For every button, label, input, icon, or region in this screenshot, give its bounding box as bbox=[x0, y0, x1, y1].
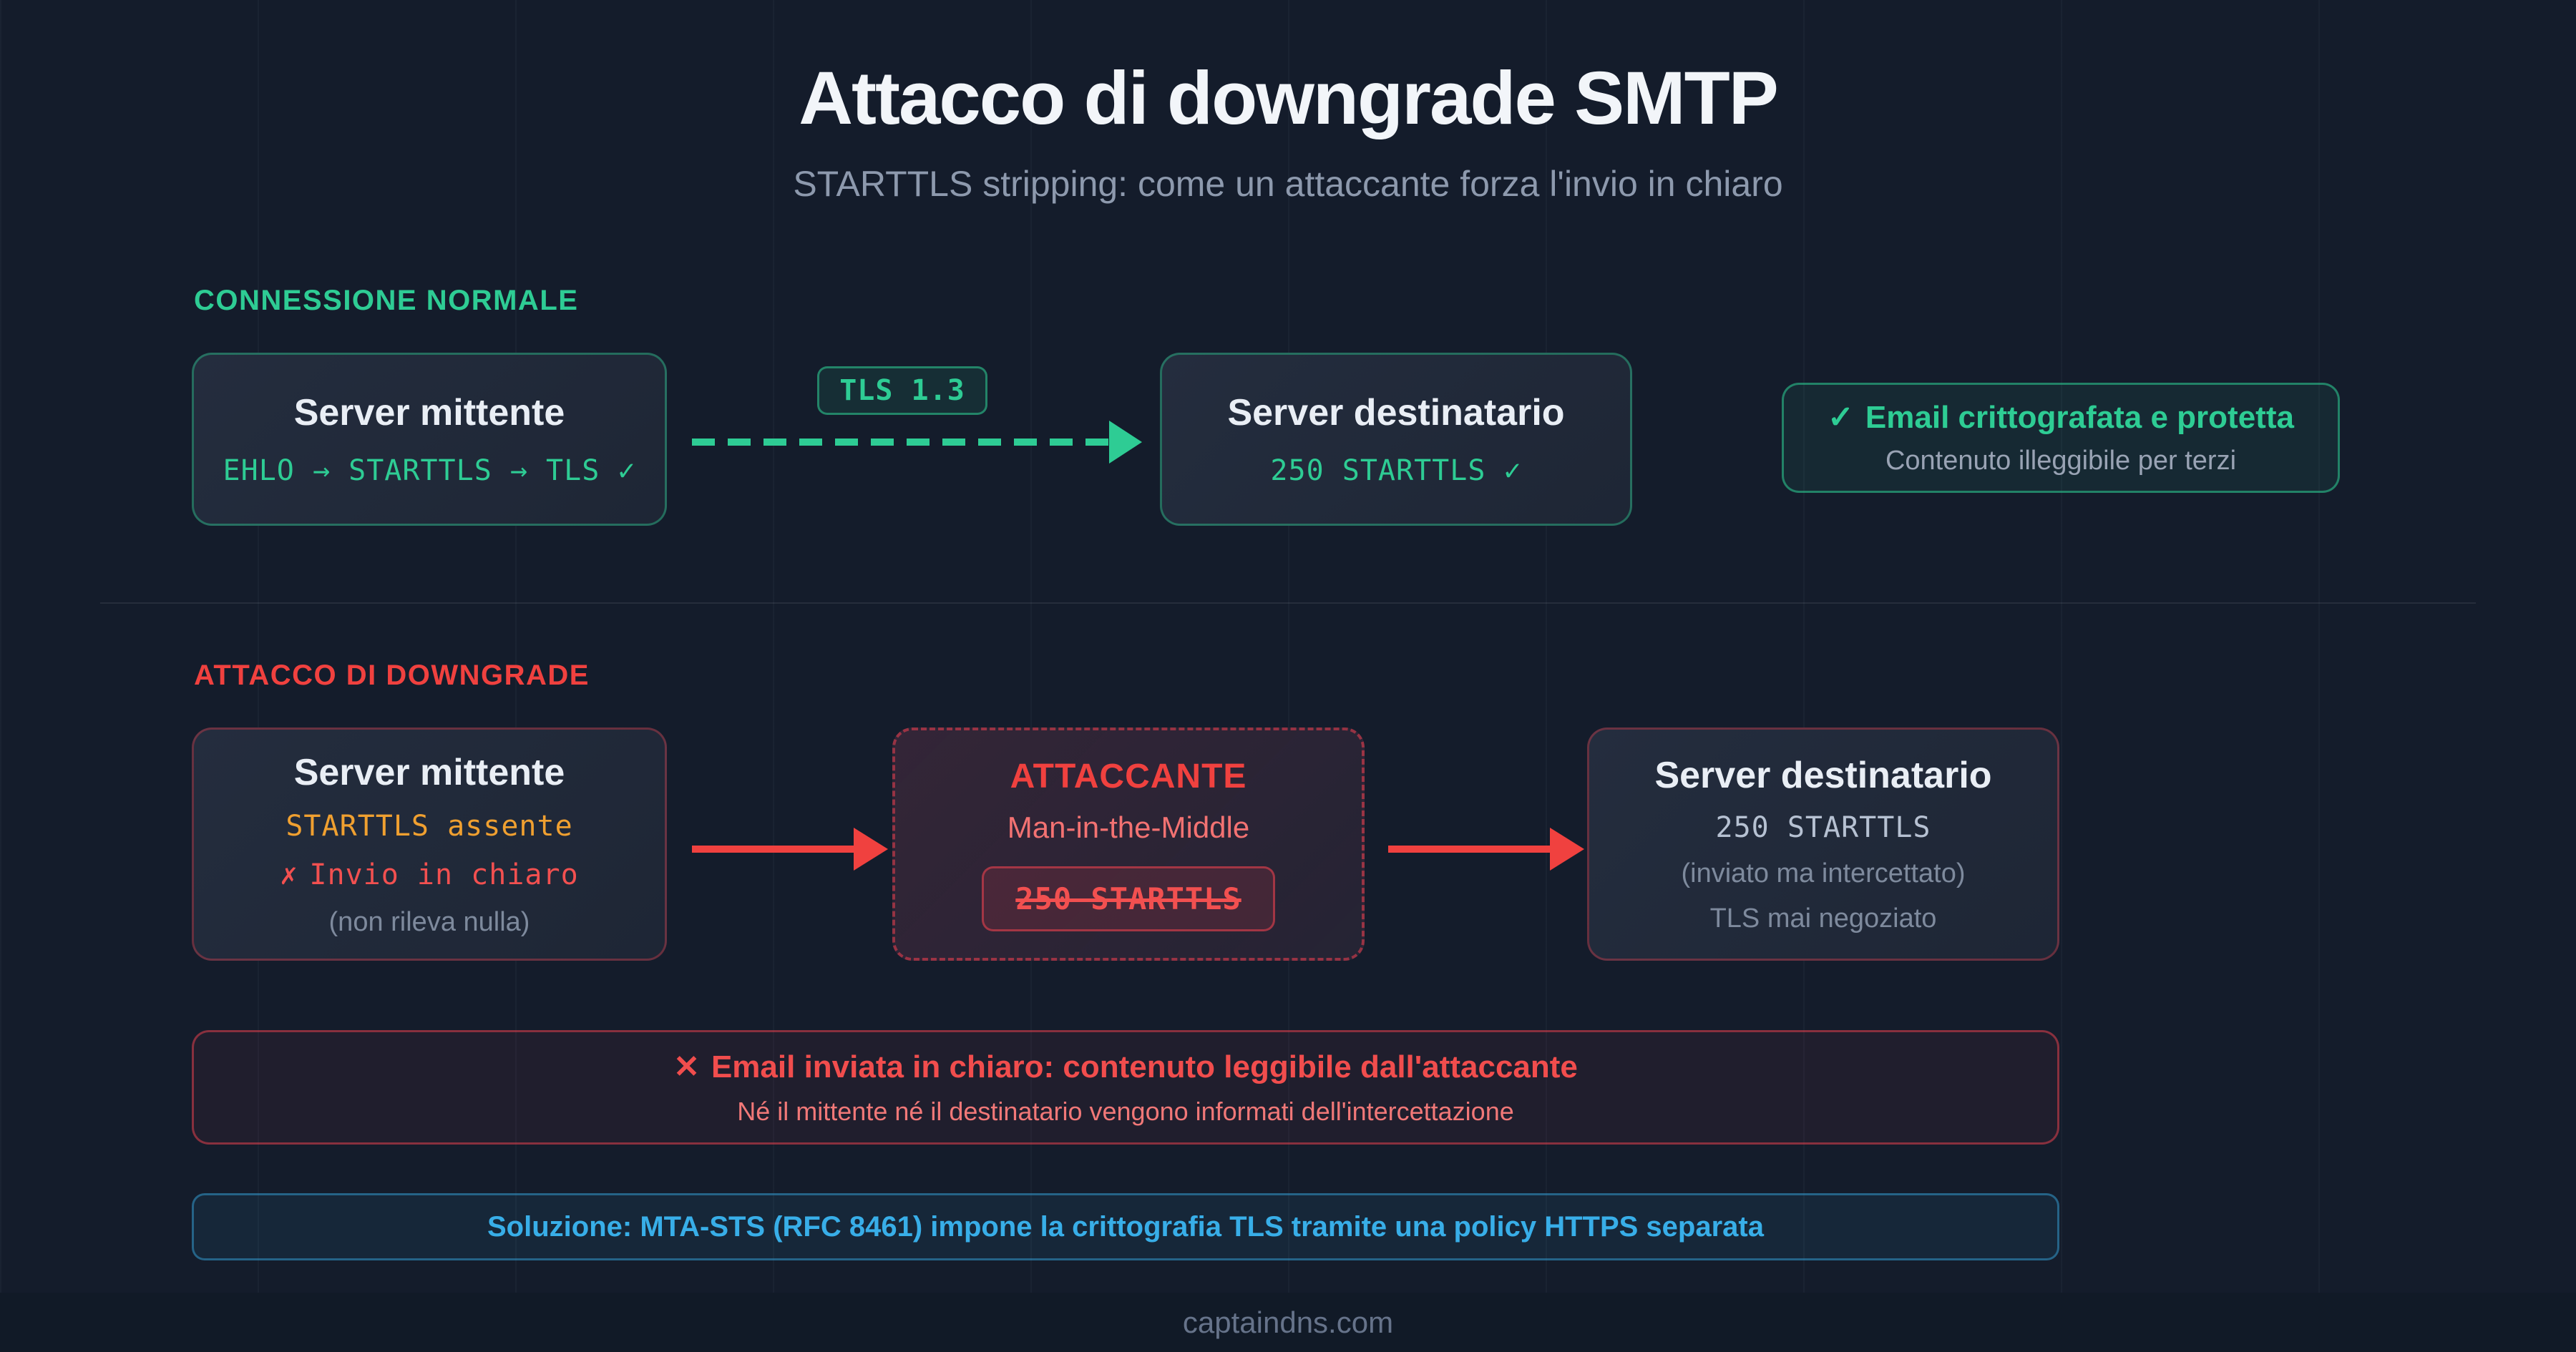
solution-banner: Soluzione: MTA-STS (RFC 8461) impone la … bbox=[192, 1193, 2059, 1260]
normal-result-subtitle: Contenuto illeggibile per terzi bbox=[1885, 446, 2237, 476]
attack-sender-title: Server mittente bbox=[293, 751, 565, 793]
attacker-card: ATTACCANTE Man-in-the-Middle 250 STARTTL… bbox=[892, 728, 1365, 961]
normal-result-title-text: Email crittografata e protetta bbox=[1865, 400, 2294, 435]
attack-sender-line3: (non rileva nulla) bbox=[328, 906, 530, 937]
attack-arrow-2-line bbox=[1388, 846, 1551, 853]
normal-sender-card: Server mittente EHLO → STARTTLS → TLS ✓ bbox=[192, 353, 667, 526]
cross-icon: ✕ bbox=[673, 1049, 700, 1084]
page-title: Attacco di downgrade SMTP bbox=[799, 57, 1779, 140]
warning-title: ✕ Email inviata in chiaro: contenuto legg… bbox=[673, 1049, 1578, 1085]
section-label-normal: CONNESSIONE NORMALE bbox=[194, 285, 579, 316]
attacker-subtitle: Man-in-the-Middle bbox=[1007, 810, 1250, 844]
attack-arrow-1-line bbox=[692, 846, 855, 853]
normal-result-title: ✓ Email crittografata e protetta bbox=[1828, 399, 2294, 436]
attack-arrow-2-head-icon bbox=[1550, 828, 1584, 871]
attack-sender-line1: STARTTLS assente bbox=[286, 809, 573, 843]
normal-sender-detail: EHLO → STARTTLS → TLS ✓ bbox=[223, 454, 636, 487]
attack-arrow-1-head-icon bbox=[854, 828, 888, 871]
section-divider bbox=[100, 602, 2476, 604]
attack-recipient-card: Server destinatario 250 STARTTLS (inviat… bbox=[1587, 728, 2059, 961]
attack-recipient-line2: (inviato ma intercettato) bbox=[1681, 858, 1966, 888]
attack-sender-line2: ✗ Invio in chiaro bbox=[280, 858, 578, 891]
normal-recipient-title: Server destinatario bbox=[1227, 392, 1565, 433]
attacker-title: ATTACCANTE bbox=[1010, 758, 1247, 795]
normal-sender-title: Server mittente bbox=[293, 392, 565, 433]
section-label-attack: ATTACCO DI DOWNGRADE bbox=[194, 660, 590, 691]
attack-sender-line2-text: Invio in chiaro bbox=[309, 858, 579, 891]
encrypted-flow-arrow-line bbox=[692, 439, 1111, 446]
attack-recipient-line3: TLS mai negoziato bbox=[1709, 903, 1937, 934]
tls-version-badge: TLS 1.3 bbox=[817, 366, 987, 415]
encrypted-flow-arrow-head-icon bbox=[1109, 421, 1142, 464]
page-subtitle: STARTTLS stripping: come un attaccante f… bbox=[793, 164, 1783, 204]
warning-banner: ✕ Email inviata in chiaro: contenuto legg… bbox=[192, 1030, 2059, 1145]
attack-recipient-line1: 250 STARTTLS bbox=[1715, 811, 1931, 844]
normal-recipient-card: Server destinatario 250 STARTTLS ✓ bbox=[1160, 353, 1632, 526]
ballot-x-icon: ✗ bbox=[280, 858, 298, 891]
warning-title-text: Email inviata in chiaro: contenuto leggi… bbox=[711, 1049, 1578, 1084]
warning-subtitle: Né il mittente né il destinatario vengon… bbox=[737, 1096, 1514, 1126]
stripped-starttls-badge: 250 STARTTLS bbox=[982, 866, 1275, 931]
normal-recipient-detail: 250 STARTTLS ✓ bbox=[1270, 454, 1522, 487]
attack-sender-card: Server mittente STARTTLS assente ✗ Invio … bbox=[192, 728, 667, 961]
normal-result-box: ✓ Email crittografata e protetta Contenut… bbox=[1782, 383, 2340, 493]
attack-recipient-title: Server destinatario bbox=[1654, 755, 1992, 796]
footer-site-label: captaindns.com bbox=[0, 1293, 2576, 1352]
check-icon: ✓ bbox=[1828, 400, 1854, 435]
